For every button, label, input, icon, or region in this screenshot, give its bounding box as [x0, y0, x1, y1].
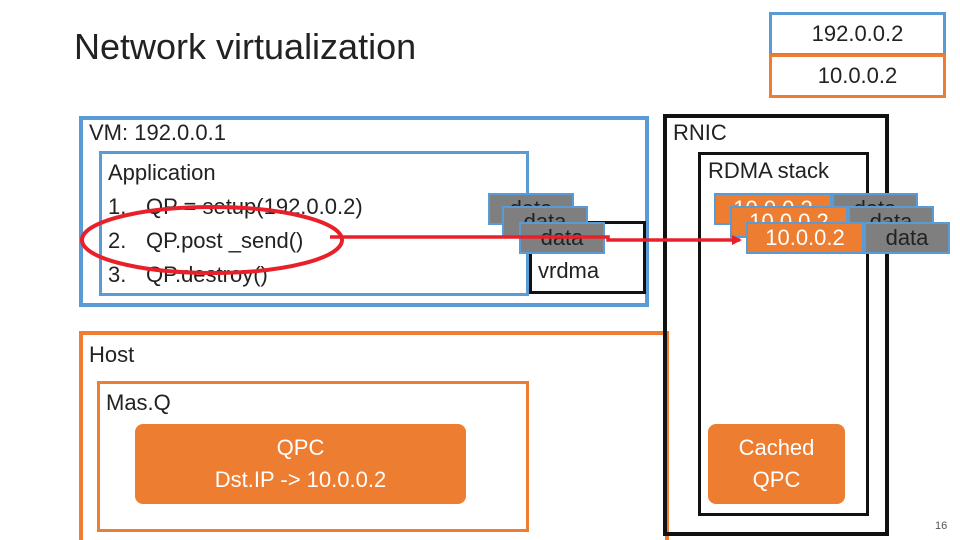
rdma-stack-box	[698, 152, 869, 516]
highlight-ellipse	[80, 205, 344, 275]
qpc-line: QPC	[276, 435, 325, 461]
rnic-packet-ip: 10.0.0.2	[746, 222, 864, 254]
application-label: Application	[108, 160, 216, 185]
qpc-block: QPC Dst.IP -> 10.0.0.2	[135, 424, 466, 504]
cached-qpc-block: Cached QPC	[708, 424, 845, 504]
step-number: 1.	[108, 194, 127, 219]
cached-line: Cached	[738, 435, 815, 461]
qpc-dst-line: Dst.IP -> 10.0.0.2	[214, 467, 387, 492]
physical-address-box: 10.0.0.2	[769, 54, 946, 98]
vm-label: VM: 192.0.0.1	[89, 120, 226, 145]
cached-qpc-line: QPC	[752, 467, 801, 492]
page-number: 16	[935, 520, 948, 532]
host-label: Host	[89, 342, 135, 367]
overlay-address-box: 192.0.0.2	[769, 12, 946, 56]
rnic-packet-ip-label: 10.0.0.2	[765, 225, 845, 250]
rdma-stack-label: RDMA stack	[708, 158, 830, 183]
slide-title: Network virtualization	[74, 26, 417, 67]
rnic-packet-data: data	[864, 222, 950, 254]
masq-label: Mas.Q	[106, 390, 171, 415]
vrdma-label: vrdma	[538, 258, 600, 283]
step-text: QP.post _send()	[146, 228, 304, 253]
overlay-address: 192.0.0.2	[811, 21, 904, 46]
rnic-label: RNIC	[673, 120, 727, 145]
host-box	[79, 331, 669, 540]
rnic-packet-data-label: data	[885, 225, 929, 250]
vm-box	[79, 116, 649, 307]
masq-box	[97, 381, 529, 532]
physical-address: 10.0.0.2	[817, 63, 898, 88]
redirect-arrow	[330, 235, 742, 245]
step-number: 2.	[108, 228, 127, 253]
step-number: 3.	[108, 262, 127, 287]
rnic-box	[663, 114, 889, 536]
